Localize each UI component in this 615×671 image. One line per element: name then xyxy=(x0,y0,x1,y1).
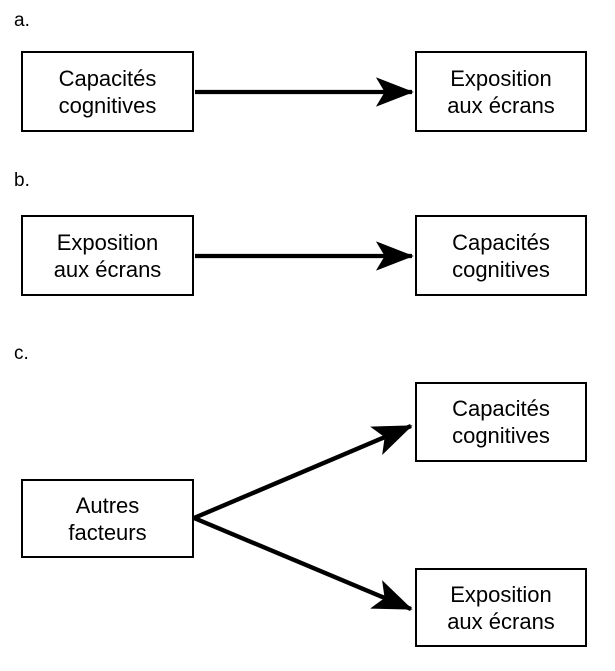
node-c-autres-facteurs: Autres facteurs xyxy=(21,479,194,558)
node-label: Exposition aux écrans xyxy=(447,65,555,118)
node-label: Exposition aux écrans xyxy=(53,229,162,282)
node-label: Capacités cognitives xyxy=(452,229,550,282)
panel-label-b: b. xyxy=(14,170,30,191)
node-c-capacites-cognitives: Capacités cognitives xyxy=(415,382,587,462)
node-label: Capacités cognitives xyxy=(452,396,550,448)
panel-label-a: a. xyxy=(14,10,30,31)
node-label: Exposition aux écrans xyxy=(447,581,555,634)
node-b-capacites-cognitives: Capacités cognitives xyxy=(415,215,587,296)
node-a-exposition-aux-ecrans: Exposition aux écrans xyxy=(415,51,587,132)
node-c-exposition-aux-ecrans: Exposition aux écrans xyxy=(415,568,587,647)
arrow-c-cause-to-effect-bottom xyxy=(193,515,413,612)
node-label: Autres facteurs xyxy=(68,492,147,545)
node-label: Capacités cognitives xyxy=(58,65,157,118)
node-a-capacites-cognitives: Capacités cognitives xyxy=(21,51,194,132)
node-b-exposition-aux-ecrans: Exposition aux écrans xyxy=(21,215,194,296)
arrow-c-cause-to-effect-top xyxy=(193,423,413,521)
panel-label-c: c. xyxy=(14,343,29,364)
